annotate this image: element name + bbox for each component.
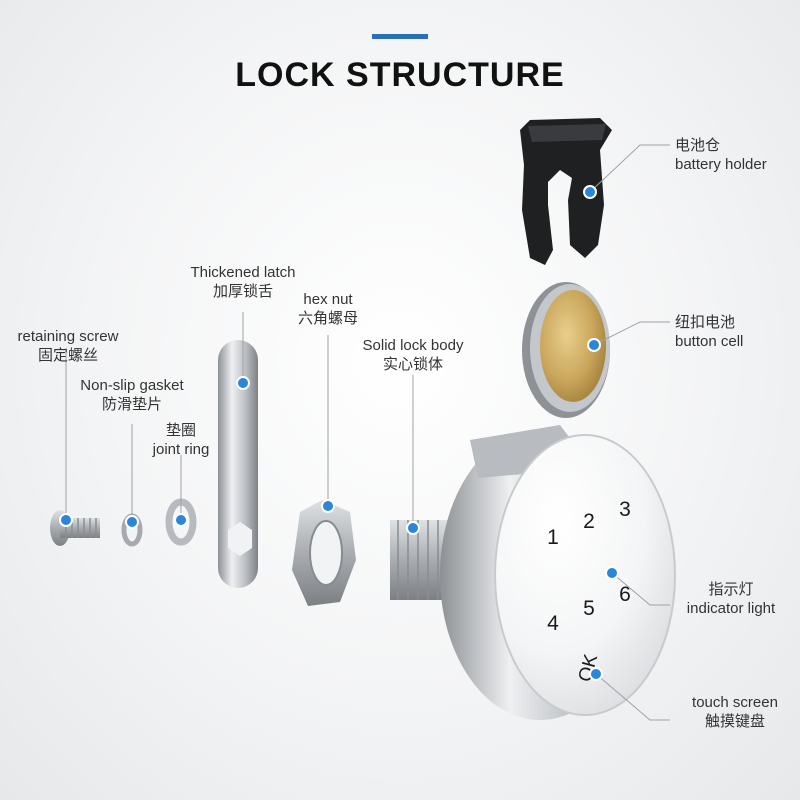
label-thickened-latch: Thickened latch 加厚锁舌 xyxy=(190,264,296,300)
key-1: 1 xyxy=(547,526,559,549)
solid-lock-body xyxy=(390,425,676,720)
label-button-cell: 纽扣电池 button cell xyxy=(675,314,744,350)
label-solid-lock-body: Solid lock body 实心锁体 xyxy=(362,337,464,373)
leader-lines xyxy=(65,144,670,721)
label-touch-screen: touch screen 触摸键盘 xyxy=(692,694,778,730)
label-retaining-screw: retaining screw 固定螺丝 xyxy=(17,328,119,364)
page-title: LOCK STRUCTURE xyxy=(235,56,565,94)
hex-nut xyxy=(292,500,356,606)
button-cell xyxy=(522,282,610,418)
key-5: 5 xyxy=(583,597,595,620)
key-6: 6 xyxy=(619,583,631,606)
key-2: 2 xyxy=(583,510,595,533)
label-non-slip-gasket: Non-slip gasket 防滑垫片 xyxy=(80,377,184,413)
thickened-latch xyxy=(218,340,258,588)
battery-holder xyxy=(520,118,612,265)
label-battery-holder: 电池仓 battery holder xyxy=(675,137,767,173)
leader-dots xyxy=(59,185,619,681)
key-4: 4 xyxy=(547,612,559,635)
title-accent-bar xyxy=(372,34,428,39)
label-joint-ring: 垫圈 joint ring xyxy=(152,422,210,458)
label-hex-nut: hex nut 六角螺母 xyxy=(297,291,358,327)
key-3: 3 xyxy=(619,498,631,521)
label-indicator-light: 指示灯 indicator light xyxy=(686,581,776,617)
retaining-screw xyxy=(50,510,100,546)
